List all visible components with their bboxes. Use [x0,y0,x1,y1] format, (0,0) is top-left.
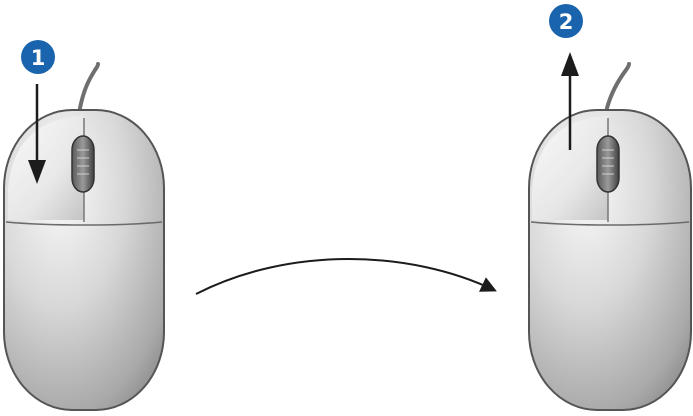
mouse-right-button-left [532,116,608,220]
step-1-badge: 1 [21,40,55,74]
mouse-left-cable [78,62,100,110]
mouse-right-bottom-seam [530,221,690,226]
step-2-badge-circle [549,4,583,38]
mouse-left-wheel-ridges [77,149,89,175]
mouse-right: 2 [528,4,692,411]
release-up-arrow [561,52,579,150]
mouse-right-cable [605,62,631,110]
step-2-number: 2 [559,10,574,34]
mouse-right-wheel-ridges [602,149,614,175]
step-1-number: 1 [31,46,46,70]
transition-arrow [195,258,497,295]
mouse-right-scroll-wheel [596,135,620,193]
mouse-left-scroll-wheel [71,135,95,193]
step-1-badge-circle [21,40,55,74]
step-2-badge: 2 [549,4,583,38]
mouse-left: 1 [3,40,165,411]
press-down-arrow [28,84,46,184]
mouse-left-bottom-seam [5,221,163,226]
mouse-left-button-left [8,116,84,220]
